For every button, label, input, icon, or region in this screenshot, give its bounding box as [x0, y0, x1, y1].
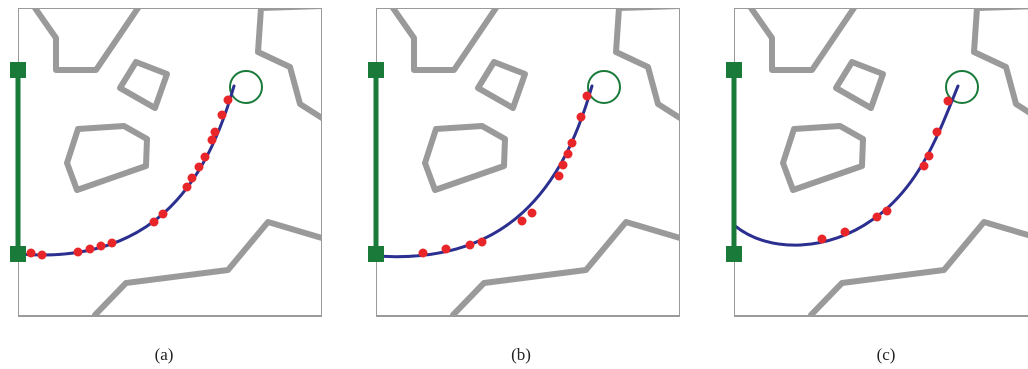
waypoint — [85, 244, 95, 254]
waypoint — [872, 212, 882, 222]
waypoint — [477, 237, 487, 247]
workspace-frame — [734, 8, 1028, 317]
waypoint — [465, 240, 475, 250]
waypoint — [217, 110, 227, 120]
waypoint — [924, 151, 934, 161]
waypoint — [149, 217, 159, 227]
panel-c: (c) — [726, 8, 1028, 364]
waypoint — [200, 152, 210, 162]
waypoint — [441, 244, 451, 254]
waypoint — [840, 227, 850, 237]
obstacle-small-quad — [117, 59, 170, 111]
waypoint — [554, 171, 564, 181]
waypoint — [182, 182, 192, 192]
waypoint — [194, 162, 204, 172]
obstacle-bottom-right — [92, 219, 322, 317]
waypoint — [73, 247, 83, 257]
panel-b-caption: (b) — [511, 345, 531, 364]
obstacle-center-hexagon — [64, 123, 150, 193]
panel-c-map — [734, 8, 1028, 317]
waypoint — [223, 95, 233, 105]
waypoint — [882, 206, 892, 216]
obstacle-bottom-right — [450, 219, 680, 317]
obstacle-small-quad — [833, 59, 886, 111]
panel-a-map — [18, 8, 322, 317]
obstacle-top-right — [971, 8, 1028, 116]
obstacle-small-quad — [475, 59, 528, 111]
waypoint — [563, 149, 573, 159]
waypoint — [418, 248, 428, 258]
goal-circle — [229, 70, 263, 104]
obstacle-center-hexagon — [780, 123, 866, 193]
waypoints-a — [26, 95, 233, 260]
panel-a-caption: (a) — [155, 345, 174, 364]
waypoint — [207, 135, 217, 145]
waypoint — [567, 138, 577, 148]
waypoint — [943, 96, 953, 106]
waypoints-c — [817, 96, 953, 244]
panel-c-caption: (c) — [877, 345, 896, 364]
waypoint — [932, 127, 942, 137]
waypoint — [107, 238, 117, 248]
start-bar-top-square — [726, 62, 742, 78]
waypoint — [210, 127, 220, 137]
waypoint — [158, 209, 168, 219]
goal-circle — [587, 70, 621, 104]
obstacle-bottom-right — [808, 219, 1028, 317]
panel-b: (b) — [368, 8, 680, 364]
waypoint — [517, 216, 527, 226]
panel-a: (a) — [10, 8, 322, 364]
obstacle-top-trapezoid — [748, 8, 857, 73]
panel-b-map — [376, 8, 680, 317]
waypoint — [37, 250, 47, 260]
waypoint — [187, 173, 197, 183]
workspace-frame — [18, 8, 322, 317]
waypoint — [96, 241, 106, 251]
goal-circle — [945, 70, 979, 104]
waypoint — [527, 208, 537, 218]
obstacle-top-right — [255, 8, 322, 121]
obstacle-top-trapezoid — [390, 8, 499, 73]
start-bar-top-square — [10, 62, 26, 78]
workspace-frame — [376, 8, 680, 317]
start-bar-bottom-square — [726, 246, 742, 262]
waypoint — [558, 160, 568, 170]
obstacle-top-right — [613, 8, 680, 121]
waypoints-b — [418, 91, 592, 258]
waypoint — [919, 161, 929, 171]
obstacle-top-trapezoid — [32, 8, 141, 73]
waypoint — [817, 234, 827, 244]
obstacle-center-hexagon — [422, 123, 508, 193]
waypoint — [582, 91, 592, 101]
waypoint — [576, 112, 586, 122]
waypoint — [26, 248, 36, 258]
start-bar-bottom-square — [10, 246, 26, 262]
start-bar-bottom-square — [368, 246, 384, 262]
start-bar-top-square — [368, 62, 384, 78]
